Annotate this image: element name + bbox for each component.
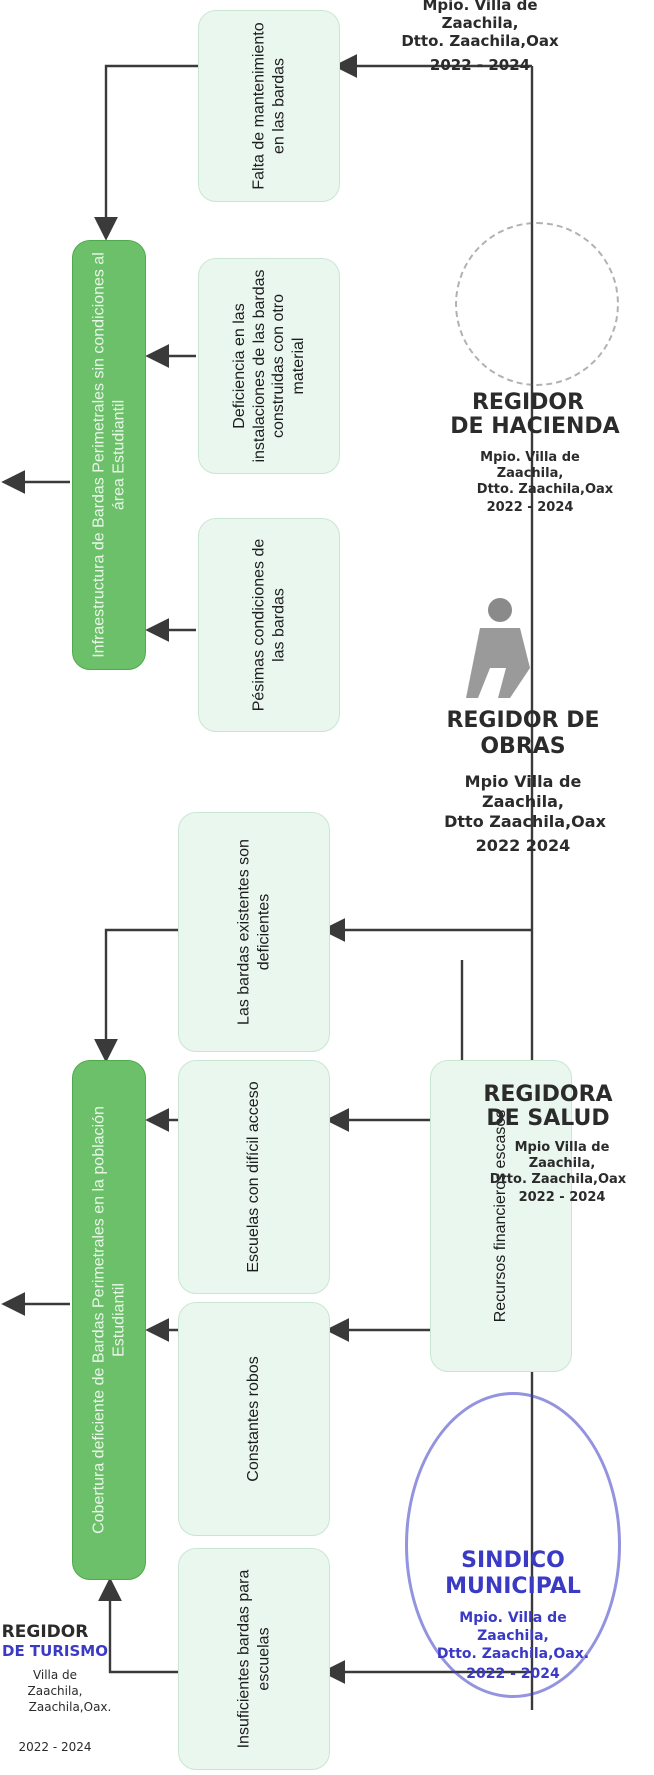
cause-escuelas-label: Escuelas con difícil acceso [245,1081,263,1273]
stamp-obras-years: 2022 2024 [475,836,571,855]
cause-robos-label: Constantes robos [245,1356,263,1482]
main-cobertura-label: Cobertura deficiente de Bardas Perimetra… [90,1106,127,1534]
stamp-sindico-title1: SINDICO [461,1548,565,1573]
main-infraestructura-label: Infraestructura de Bardas Perimetrales s… [90,252,127,658]
stamp-turismo-line1: Villa de [32,1668,78,1682]
stamp-turismo-title1: REGIDOR [1,1622,89,1642]
stamp-turismo-title2: DE TURISMO [2,1642,108,1660]
cause-constantes-robos: Constantes robos [178,1302,330,1536]
seal-sindico [405,1392,621,1698]
stamp-hacienda-years: 2022 - 2024 [486,500,574,515]
stamp-hacienda-title1: REGIDOR [471,390,585,415]
cause-bardas-existentes: Las bardas existentes son deficientes [178,812,330,1052]
cause-pesimas-label: Pésimas condiciones de las bardas [250,538,287,712]
stamp-sindico-years: 2022 - 2024 [466,1666,560,1682]
cause-deficiencia-label: Deficiencia en las instalaciones de las … [230,269,307,463]
stamp-sindico-line2: Zaachila, [477,1628,549,1644]
stamp-obras-line2: Zaachila, [482,792,564,811]
stamp-obras-title1: REGIDOR DE [446,708,600,733]
stamp-turismo-line3: Zaachila,Oax. [28,1700,112,1714]
arrow-existentes-to-main [94,928,178,1063]
stamp-salud-title2: DE SALUD [486,1106,610,1131]
stamp-top-line2: Zaachila, [441,14,519,32]
stamp-salud-line1: Mpio Villa de [514,1140,610,1155]
stamp-salud-line2: Zaachila, [528,1156,596,1171]
cause-falta-mantenimiento: Falta de mantenimiento en las bardas [198,10,340,202]
worker-icon [466,598,530,698]
main-infraestructura: Infraestructura de Bardas Perimetrales s… [72,240,146,670]
stamp-salud-years: 2022 - 2024 [518,1190,606,1205]
root-recursos-label: Recursos financieros escasos [492,1109,510,1323]
stamp-top-line3: Dtto. Zaachila,Oax [401,32,559,50]
cause-escuelas-dificil-acceso: Escuelas con difícil acceso [178,1060,330,1294]
stamp-obras-line1: Mpio Villa de [464,772,582,791]
stamp-turismo-years: 2022 - 2024 [18,1740,92,1754]
stamp-hacienda-line3: Dtto. Zaachila,Oax [476,482,614,497]
stamp-sindico-line3: Dtto. Zaachila,Oax. [436,1646,590,1662]
stamp-sindico-line1: Mpio. Villa de [459,1610,567,1626]
stamp-hacienda-line1: Mpio. Villa de [480,450,580,465]
root-recursos-financieros: Recursos financieros escasos [430,1060,572,1372]
cause-insuficientes-label: Insuficientes bardas para escuelas [235,1569,272,1749]
stamp-salud-line3: Dtto. Zaachila,Oax [489,1172,627,1187]
stamp-top-line1: Mpio. Villa de [422,0,538,14]
cause-deficiencia-instalaciones: Deficiencia en las instalaciones de las … [198,258,340,474]
stamp-sindico-title2: MUNICIPAL [445,1574,581,1599]
arrow-insuficientes-to-main [98,1577,178,1674]
stamp-turismo-line2: Zaachila, [27,1684,83,1698]
stamp-salud-title1: REGIDORA [483,1082,613,1107]
stamp-obras-title2: OBRAS [480,734,566,759]
stamp-hacienda-line2: Zaachila, [496,466,564,481]
seal-hacienda [455,222,619,386]
cause-existentes-label: Las bardas existentes son deficientes [235,839,272,1025]
stamp-top-years: 2022 - 2024 [429,56,531,74]
stamp-hacienda-title2: DE HACIENDA [450,414,620,439]
cause-pesimas-condiciones: Pésimas condiciones de las bardas [198,518,340,732]
stamp-obras-line3: Dtto Zaachila,Oax [444,812,606,831]
arrow-falta-to-main [94,64,198,241]
cause-falta-label: Falta de mantenimiento en las bardas [250,22,287,190]
main-cobertura: Cobertura deficiente de Bardas Perimetra… [72,1060,146,1580]
cause-insuficientes-bardas: Insuficientes bardas para escuelas [178,1548,330,1770]
